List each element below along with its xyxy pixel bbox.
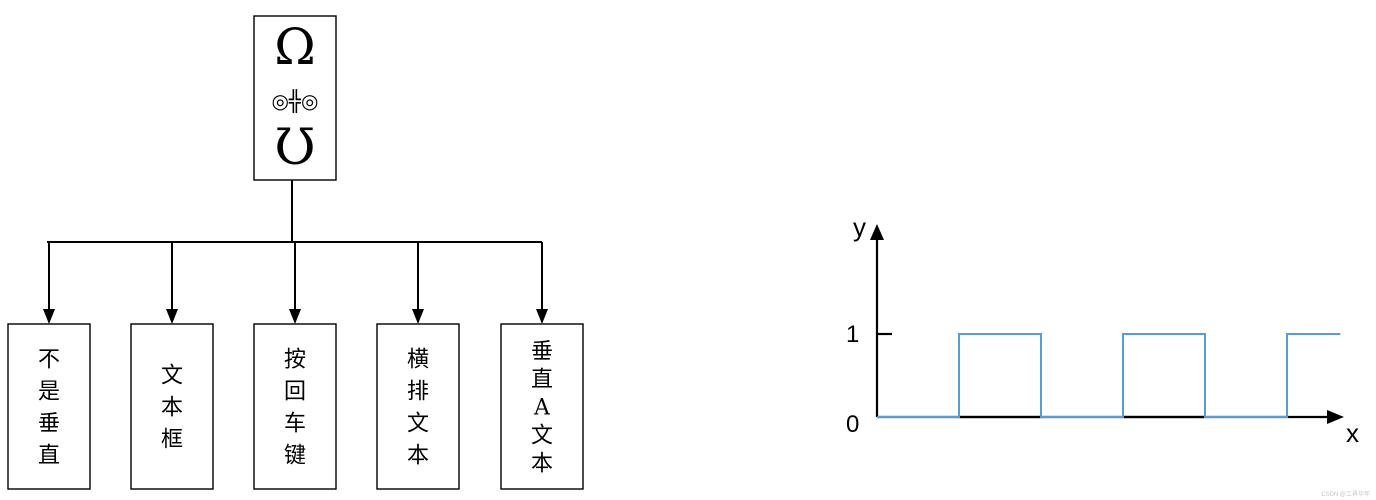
child-node-box xyxy=(376,323,460,490)
child-node: 按回车键 xyxy=(253,242,337,490)
chart-axes: y x 1 0 xyxy=(846,212,1359,448)
child-arrow xyxy=(43,309,55,324)
child-node-box xyxy=(130,323,214,490)
child-arrow xyxy=(289,309,301,324)
square-wave-chart: y x 1 0 xyxy=(846,212,1359,448)
child-node-box xyxy=(7,323,91,490)
child-node: 横排文本 xyxy=(376,242,460,490)
child-node-label: 横排文本 xyxy=(407,348,429,469)
tree-connectors xyxy=(47,180,542,243)
child-arrow xyxy=(536,309,548,324)
child-arrow xyxy=(166,309,178,324)
y-axis-label: y xyxy=(853,212,866,242)
child-node-label: 文本框 xyxy=(161,364,183,453)
double-circle-symbol: ◎╬◎ xyxy=(272,89,319,113)
y-axis-arrow xyxy=(870,224,884,240)
inverted-omega-symbol: Ʊ xyxy=(274,118,315,176)
x-axis-label: x xyxy=(1346,418,1359,448)
child-node-label: 按回车键 xyxy=(284,348,306,469)
root-node-box xyxy=(253,15,337,181)
child-node: 文本框 xyxy=(130,242,214,490)
square-wave-line xyxy=(877,333,1341,418)
wave-series xyxy=(877,333,1341,418)
x-axis-arrow xyxy=(1327,410,1344,424)
child-node: 不是垂直 xyxy=(7,242,91,490)
child-node-label: 不是垂直 xyxy=(38,348,60,469)
y-tick-label-0: 0 xyxy=(846,411,859,438)
child-node-box xyxy=(500,323,584,490)
y-tick-label-1: 1 xyxy=(846,321,859,348)
watermark-text: CSDN @工界华年 xyxy=(1321,490,1370,498)
root-node: Ω ◎╬◎ Ʊ xyxy=(253,15,337,181)
child-arrow xyxy=(412,309,424,324)
omega-symbol: Ω xyxy=(274,18,315,76)
child-node-box xyxy=(253,323,337,490)
